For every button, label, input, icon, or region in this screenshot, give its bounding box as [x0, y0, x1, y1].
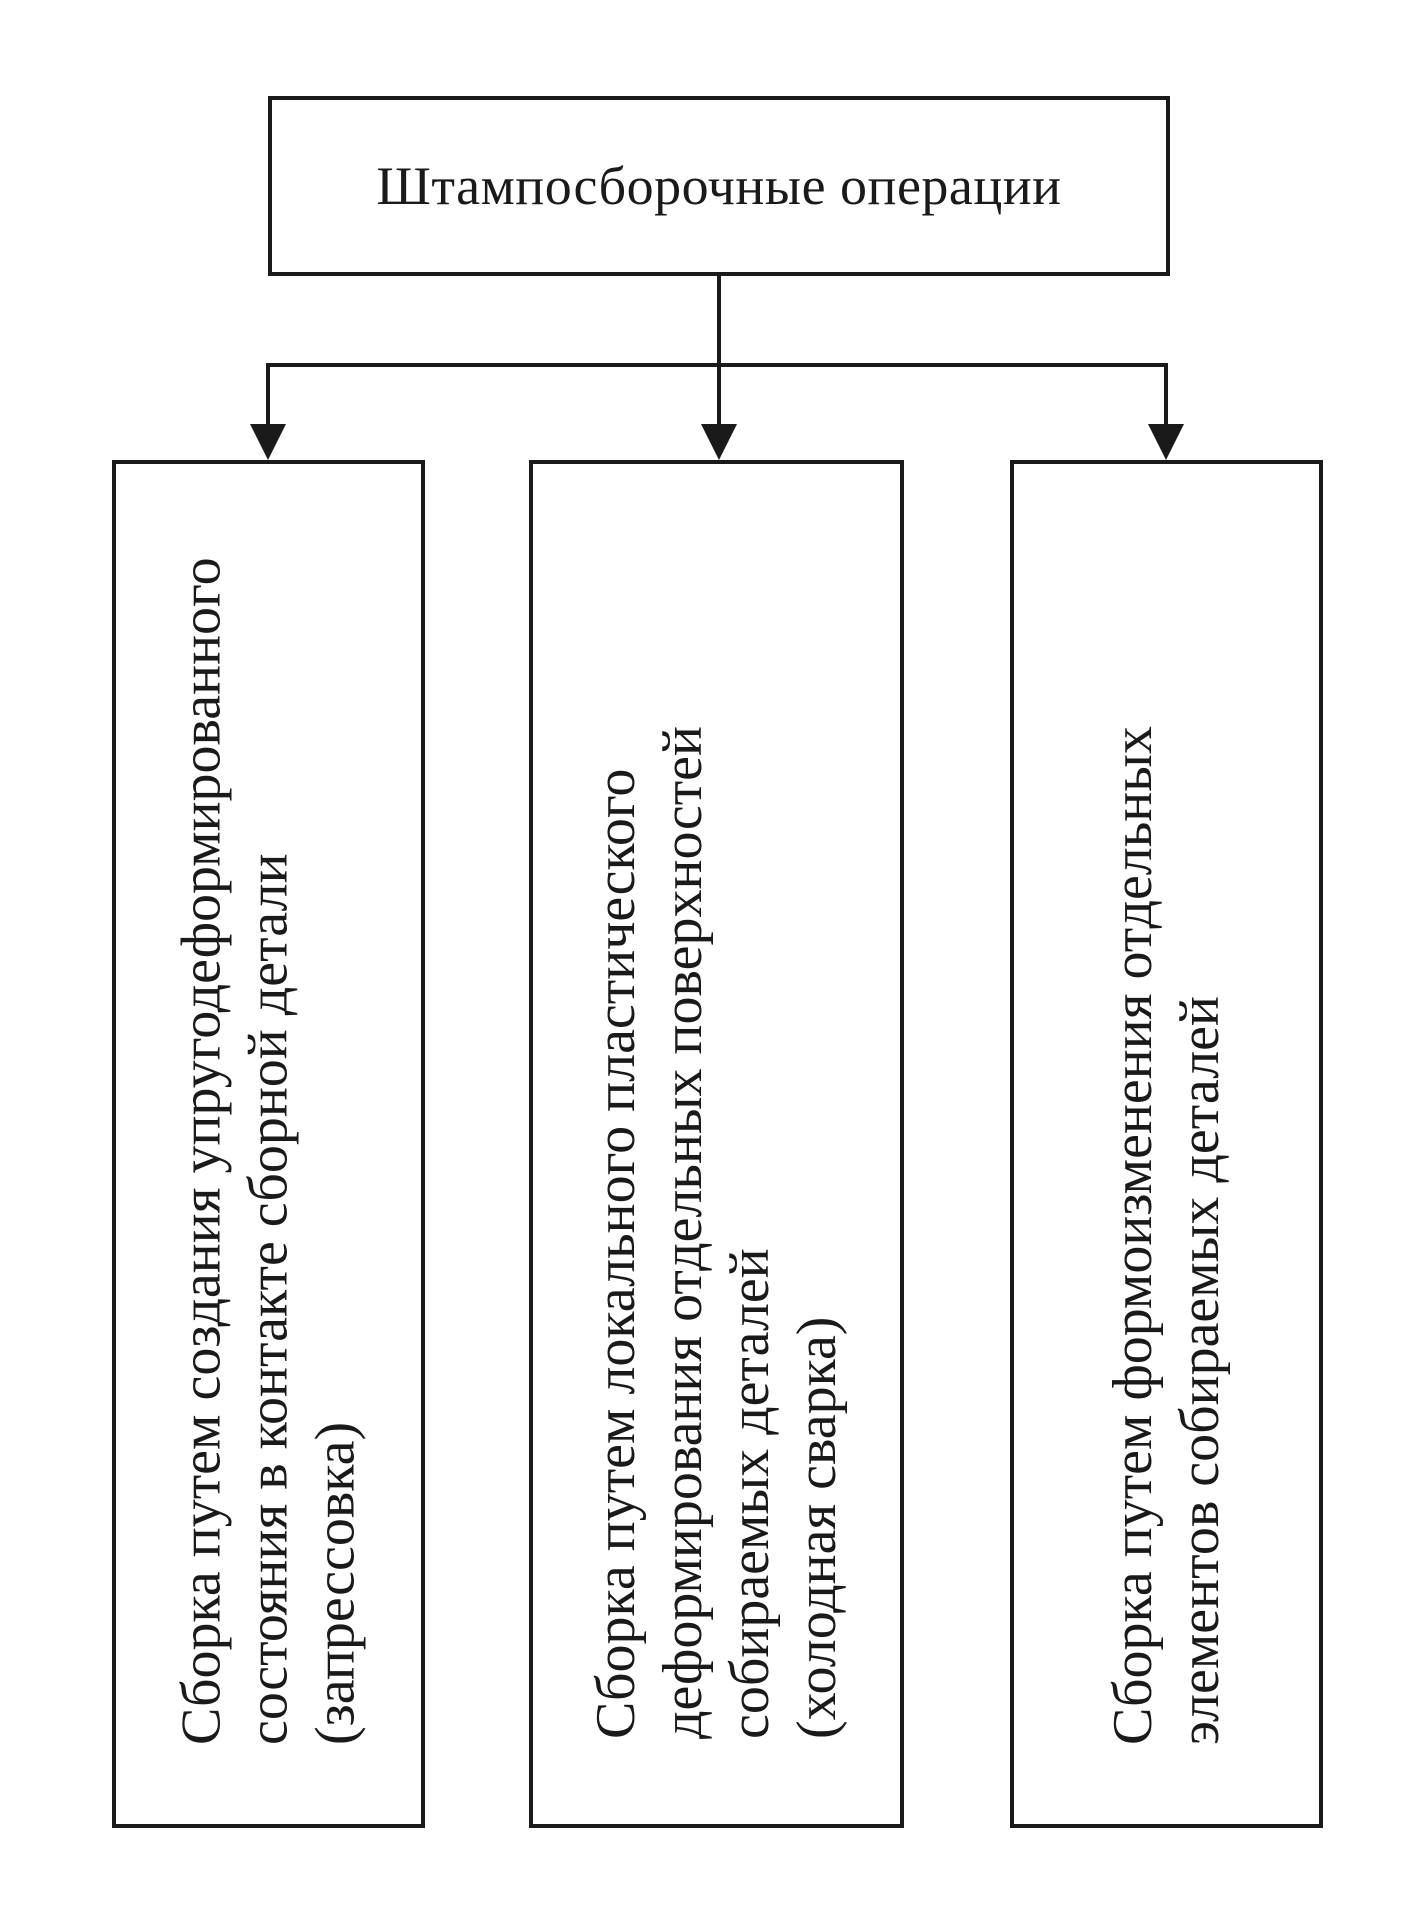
child-node-1-line-2: состояния в контакте сборной детали: [237, 853, 299, 1745]
child-node-1: Сборка путем создания упругодеформирован…: [112, 460, 425, 1828]
child-node-2-line-1: Сборка путем локального пластического: [584, 768, 647, 1739]
child-node-1-text: Сборка путем создания упругодеформирован…: [168, 519, 369, 1769]
child-node-3-text: Сборка путем формоизменения отдельных эл…: [1100, 519, 1234, 1769]
child-node-3-line-1: Сборка путем формоизменения отдельных: [1101, 726, 1164, 1745]
arrowhead-3: [1148, 424, 1184, 460]
child-node-1-line-1: Сборка путем создания упругодеформирован…: [170, 557, 232, 1745]
child-node-3: Сборка путем формоизменения отдельных эл…: [1010, 460, 1323, 1828]
child-node-1-line-3: (запрессовка): [304, 1421, 366, 1745]
child-node-3-line-2: элементов собираемых деталей: [1168, 996, 1231, 1745]
child-node-2-line-3: собираемых деталей: [718, 1248, 781, 1739]
root-node-label: Штампосборочные операции: [376, 156, 1062, 216]
child-node-2-text: Сборка путем локального пластического де…: [583, 519, 851, 1769]
child-node-2-line-4: (холодная сварка): [785, 1316, 848, 1739]
root-node: Штампосборочные операции: [268, 96, 1170, 276]
arrowhead-2: [701, 424, 737, 460]
arrowhead-1: [250, 424, 286, 460]
child-node-2: Сборка путем локального пластического де…: [529, 460, 904, 1828]
child-node-2-line-2: деформирования отдельных поверхностей: [651, 725, 714, 1739]
